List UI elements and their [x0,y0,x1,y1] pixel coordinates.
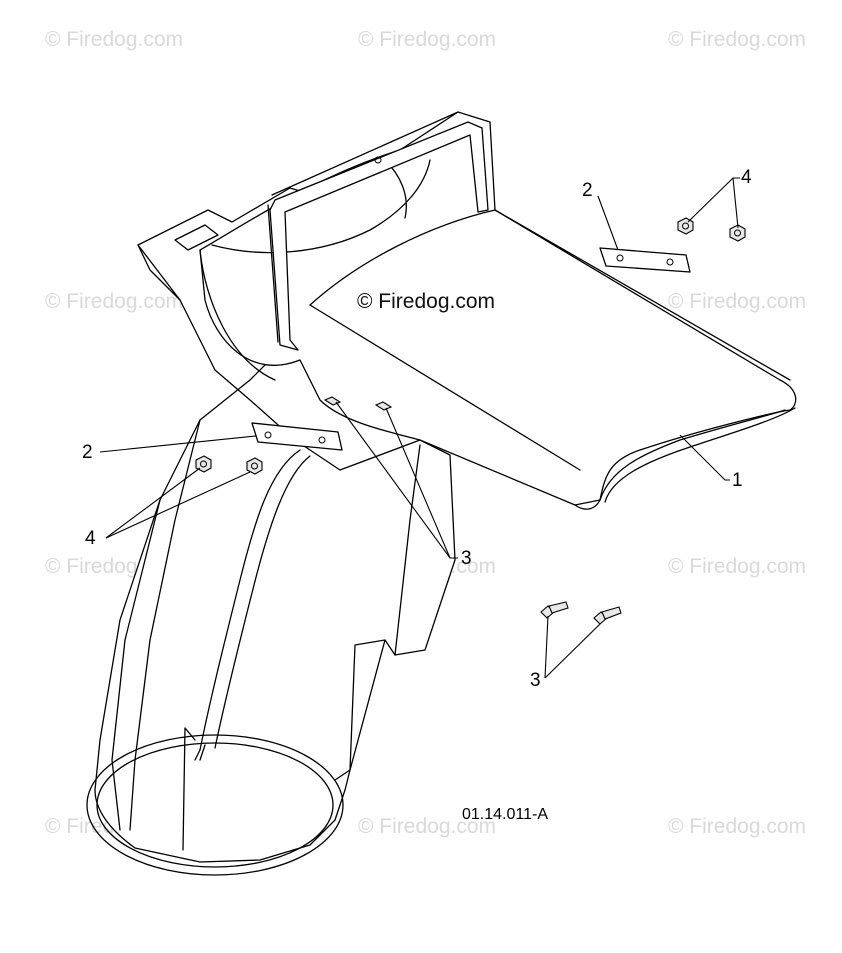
watermark: © Firedog.com [668,815,807,838]
watermark: © Firedog.com [668,555,807,578]
watermark: © Firedog.com [358,28,497,51]
callout-3-bolts: 3 [530,670,541,691]
bolts-loose [540,601,622,625]
callout-1: 1 [732,470,743,491]
watermark: © Firedog.com [45,28,184,51]
watermark: © Firedog.com [45,290,184,313]
lower-chute-body [86,187,456,876]
watermark: © Firedog.com [358,815,497,838]
mounting-plate-right [599,247,691,273]
callout-4-left: 4 [85,528,96,549]
center-watermark: © Firedog.com [357,290,496,313]
diagram-part-number: 01.14.011-A [462,806,548,823]
callout-4-right: 4 [741,167,752,188]
callout-2-left: 2 [82,442,93,463]
leader-lines [99,177,740,679]
upper-chute-deflector [199,111,797,510]
watermark: © Firedog.com [668,290,807,313]
watermark: © Firedog.com [668,28,807,51]
callout-2-right: 2 [582,180,593,201]
mounting-plate-left [251,422,343,451]
callout-3-studs: 3 [461,548,472,569]
